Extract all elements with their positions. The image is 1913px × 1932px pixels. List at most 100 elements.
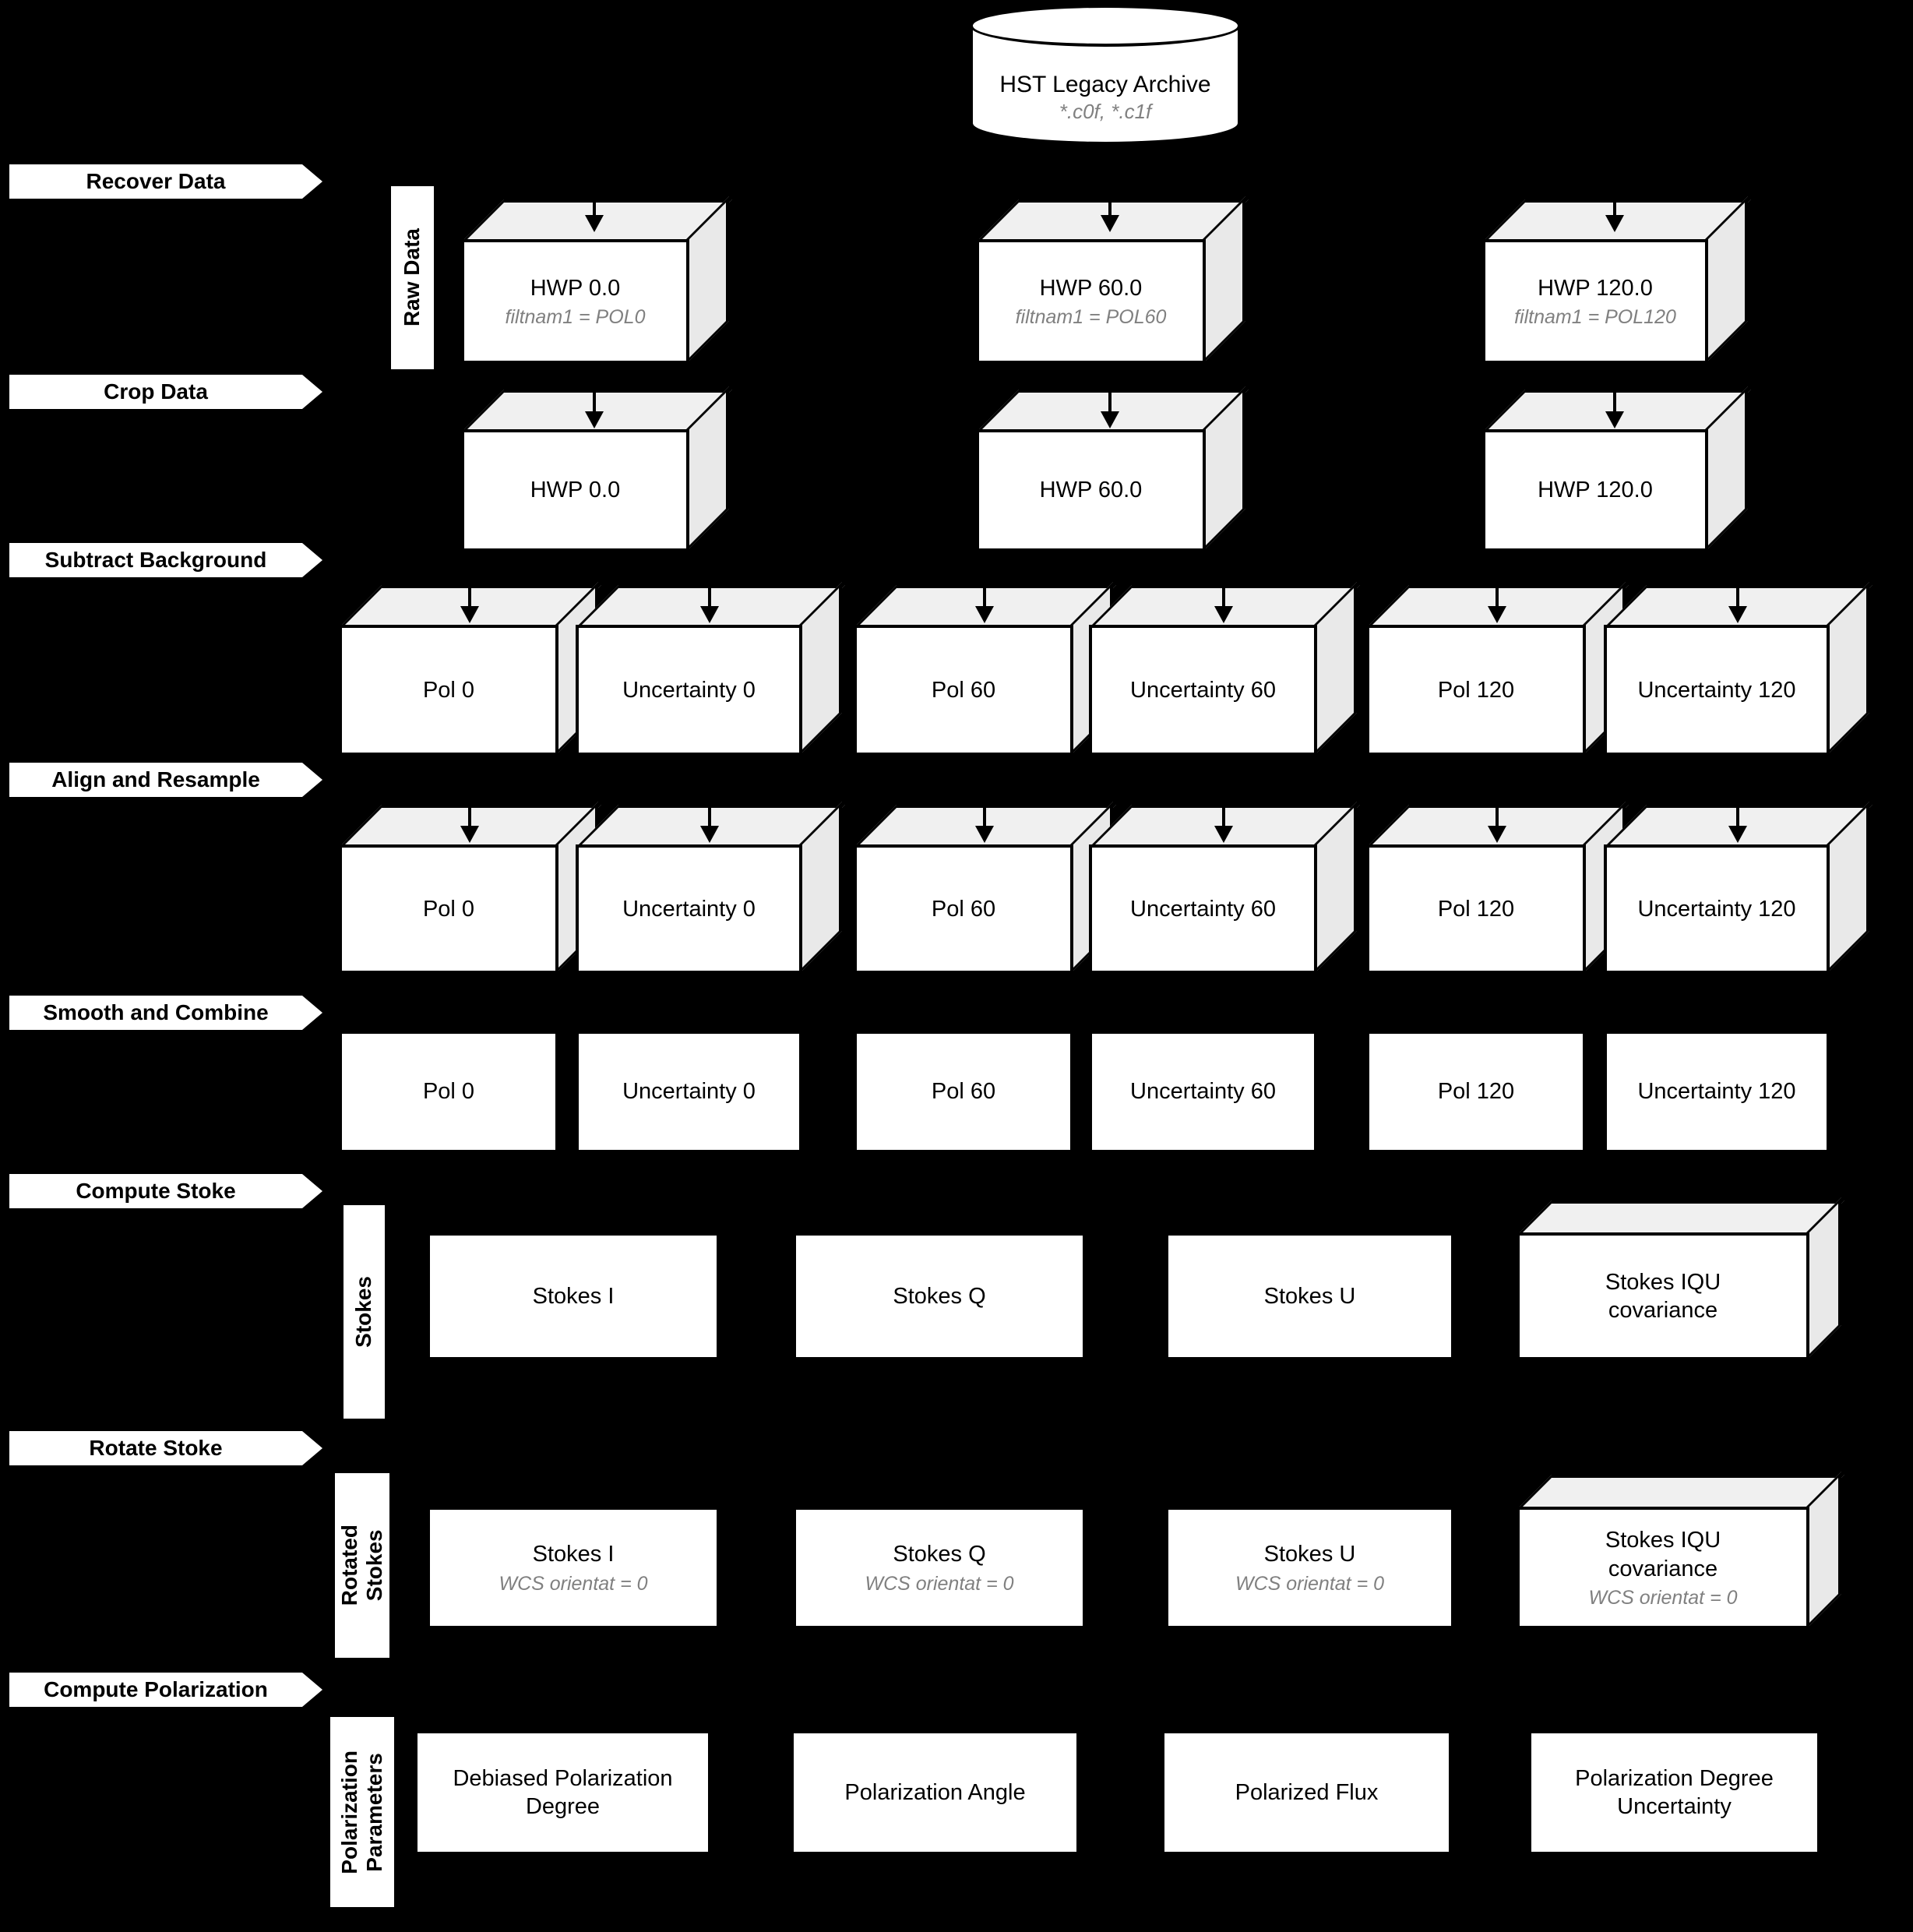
box-aligned-uncertainty-60: Uncertainty 60	[1089, 802, 1360, 974]
box-cropped-hwp-60: HWP 60.0	[976, 386, 1249, 552]
box-title: Stokes Q	[893, 1542, 986, 1567]
box-title: Pol 60	[931, 896, 996, 922]
down-arrow	[585, 154, 604, 232]
stage-label: Subtract Background	[44, 548, 267, 572]
box-top-face	[1517, 1200, 1844, 1236]
group-label-text: Polarization Parameters	[336, 1750, 386, 1874]
box-rotated-stokes-u: Stokes U WCS orientat = 0	[1165, 1507, 1454, 1629]
box-title: Stokes U	[1263, 1542, 1356, 1567]
box-title: Uncertainty 0	[622, 1079, 756, 1105]
box-title: Stokes I	[532, 1283, 615, 1309]
box-subtracted-pol-0: Pol 0	[339, 582, 601, 756]
box-aligned-pol-0: Pol 0	[339, 802, 601, 974]
box-title: Pol 0	[422, 896, 475, 922]
box-title: Polarized Flux	[1235, 1779, 1379, 1805]
group-label-raw-data: Raw Data	[388, 183, 437, 372]
box-title: Uncertainty 60	[1130, 896, 1276, 922]
box-raw-hwp-0: HWP 0.0 filtnam1 = POL0	[461, 196, 732, 364]
box-title: Stokes U	[1263, 1283, 1356, 1309]
box-smoothed-uncertainty-60: Uncertainty 60	[1089, 1031, 1317, 1153]
box-polarized-flux: Polarized Flux	[1161, 1730, 1452, 1855]
stage-label: Compute Polarization	[44, 1677, 268, 1701]
stage-label: Crop Data	[104, 379, 208, 404]
box-aligned-pol-60: Pol 60	[854, 802, 1116, 974]
stage-banner-align-and-resample: Align and Resample	[9, 763, 322, 797]
box-rotated-stokes-iqu-covariance: Stokes IQU covariance WCS orientat = 0	[1517, 1472, 1844, 1629]
group-label-stokes: Stokes	[340, 1202, 388, 1422]
box-title: Debiased Polarization Degree	[453, 1765, 673, 1819]
box-stokes-q: Stokes Q	[793, 1232, 1086, 1360]
stage-banner-smooth-and-combine: Smooth and Combine	[9, 996, 322, 1030]
box-title: Pol 0	[422, 1079, 475, 1105]
stage-label: Recover Data	[86, 169, 226, 193]
box-smoothed-pol-60: Pol 60	[854, 1031, 1073, 1153]
box-smoothed-uncertainty-120: Uncertainty 120	[1604, 1031, 1830, 1153]
box-raw-hwp-60: HWP 60.0 filtnam1 = POL60	[976, 196, 1249, 364]
group-label-text: Stokes	[351, 1276, 376, 1348]
box-subtracted-pol-120: Pol 120	[1366, 582, 1629, 756]
box-rotated-stokes-q: Stokes Q WCS orientat = 0	[793, 1507, 1086, 1629]
down-arrow	[1214, 564, 1233, 623]
down-arrow	[975, 564, 994, 623]
down-arrow	[460, 564, 479, 623]
box-title: Pol 120	[1437, 896, 1515, 922]
down-arrow	[460, 784, 479, 843]
box-subtracted-uncertainty-60: Uncertainty 60	[1089, 582, 1360, 756]
box-subtitle: filtnam1 = POL120	[1514, 306, 1676, 329]
box-smoothed-pol-120: Pol 120	[1366, 1031, 1586, 1153]
stage-banner-recover-data: Recover Data	[9, 164, 322, 199]
box-title: HWP 60.0	[1039, 275, 1143, 301]
box-title: HWP 120.0	[1538, 478, 1653, 503]
box-title: HWP 0.0	[530, 478, 621, 503]
down-arrow	[1488, 564, 1506, 623]
box-subtitle: WCS orientat = 0	[1235, 1572, 1385, 1595]
box-smoothed-uncertainty-0: Uncertainty 0	[576, 1031, 802, 1153]
down-arrow	[1101, 154, 1119, 232]
box-title: Uncertainty 120	[1637, 677, 1796, 703]
box-aligned-uncertainty-0: Uncertainty 0	[576, 802, 845, 974]
box-raw-hwp-120: HWP 120.0 filtnam1 = POL120	[1482, 196, 1751, 364]
box-title: Uncertainty 60	[1130, 1079, 1276, 1105]
box-title: Pol 0	[422, 677, 475, 703]
box-title: HWP 120.0	[1538, 275, 1653, 301]
box-title: HWP 60.0	[1039, 478, 1143, 503]
stage-label: Compute Stoke	[76, 1179, 236, 1203]
box-polarization-angle: Polarization Angle	[791, 1730, 1080, 1855]
stage-banner-rotate-stoke: Rotate Stoke	[9, 1431, 322, 1465]
box-stokes-iqu-covariance: Stokes IQU covariance	[1517, 1197, 1844, 1360]
group-label-text: Rotated Stokes	[336, 1525, 386, 1606]
box-subtitle: filtnam1 = POL0	[505, 306, 646, 329]
box-aligned-uncertainty-120: Uncertainty 120	[1604, 802, 1872, 974]
box-title: Uncertainty 0	[622, 896, 756, 922]
box-subtitle: WCS orientat = 0	[865, 1572, 1014, 1595]
down-arrow	[700, 784, 719, 843]
box-title: Uncertainty 60	[1130, 677, 1276, 703]
box-top-face	[1517, 1475, 1844, 1510]
down-arrow	[975, 784, 994, 843]
archive-file-pattern: *.c0f, *.c1f	[1059, 100, 1152, 123]
box-subtracted-uncertainty-0: Uncertainty 0	[576, 582, 845, 756]
box-title: Polarization Angle	[844, 1779, 1026, 1805]
group-label-text: Raw Data	[400, 228, 425, 327]
archive-title: HST Legacy Archive	[999, 72, 1211, 97]
box-subtitle: filtnam1 = POL60	[1015, 306, 1167, 329]
box-subtitle: WCS orientat = 0	[499, 1572, 648, 1595]
box-title: Stokes Q	[893, 1283, 986, 1309]
stage-banner-compute-stoke: Compute Stoke	[9, 1174, 322, 1208]
down-arrow	[1488, 784, 1506, 843]
down-arrow	[1728, 784, 1747, 843]
cylinder-top-ellipse	[970, 5, 1241, 47]
stage-banner-crop-data: Crop Data	[9, 375, 322, 409]
box-cropped-hwp-0: HWP 0.0	[461, 386, 732, 552]
box-title: Pol 60	[931, 1079, 996, 1105]
box-title: Stokes I	[532, 1542, 615, 1567]
box-debiased-polarization-degree: Debiased Polarization Degree	[414, 1730, 711, 1855]
box-rotated-stokes-i: Stokes I WCS orientat = 0	[427, 1507, 720, 1629]
box-title: Stokes IQU covariance	[1605, 1269, 1721, 1323]
box-title: Uncertainty 0	[622, 677, 756, 703]
box-smoothed-pol-0: Pol 0	[339, 1031, 558, 1153]
down-arrow	[585, 369, 604, 428]
box-title: HWP 0.0	[530, 275, 621, 301]
down-arrow	[1101, 369, 1119, 428]
stage-banner-compute-polarization: Compute Polarization	[9, 1673, 322, 1707]
